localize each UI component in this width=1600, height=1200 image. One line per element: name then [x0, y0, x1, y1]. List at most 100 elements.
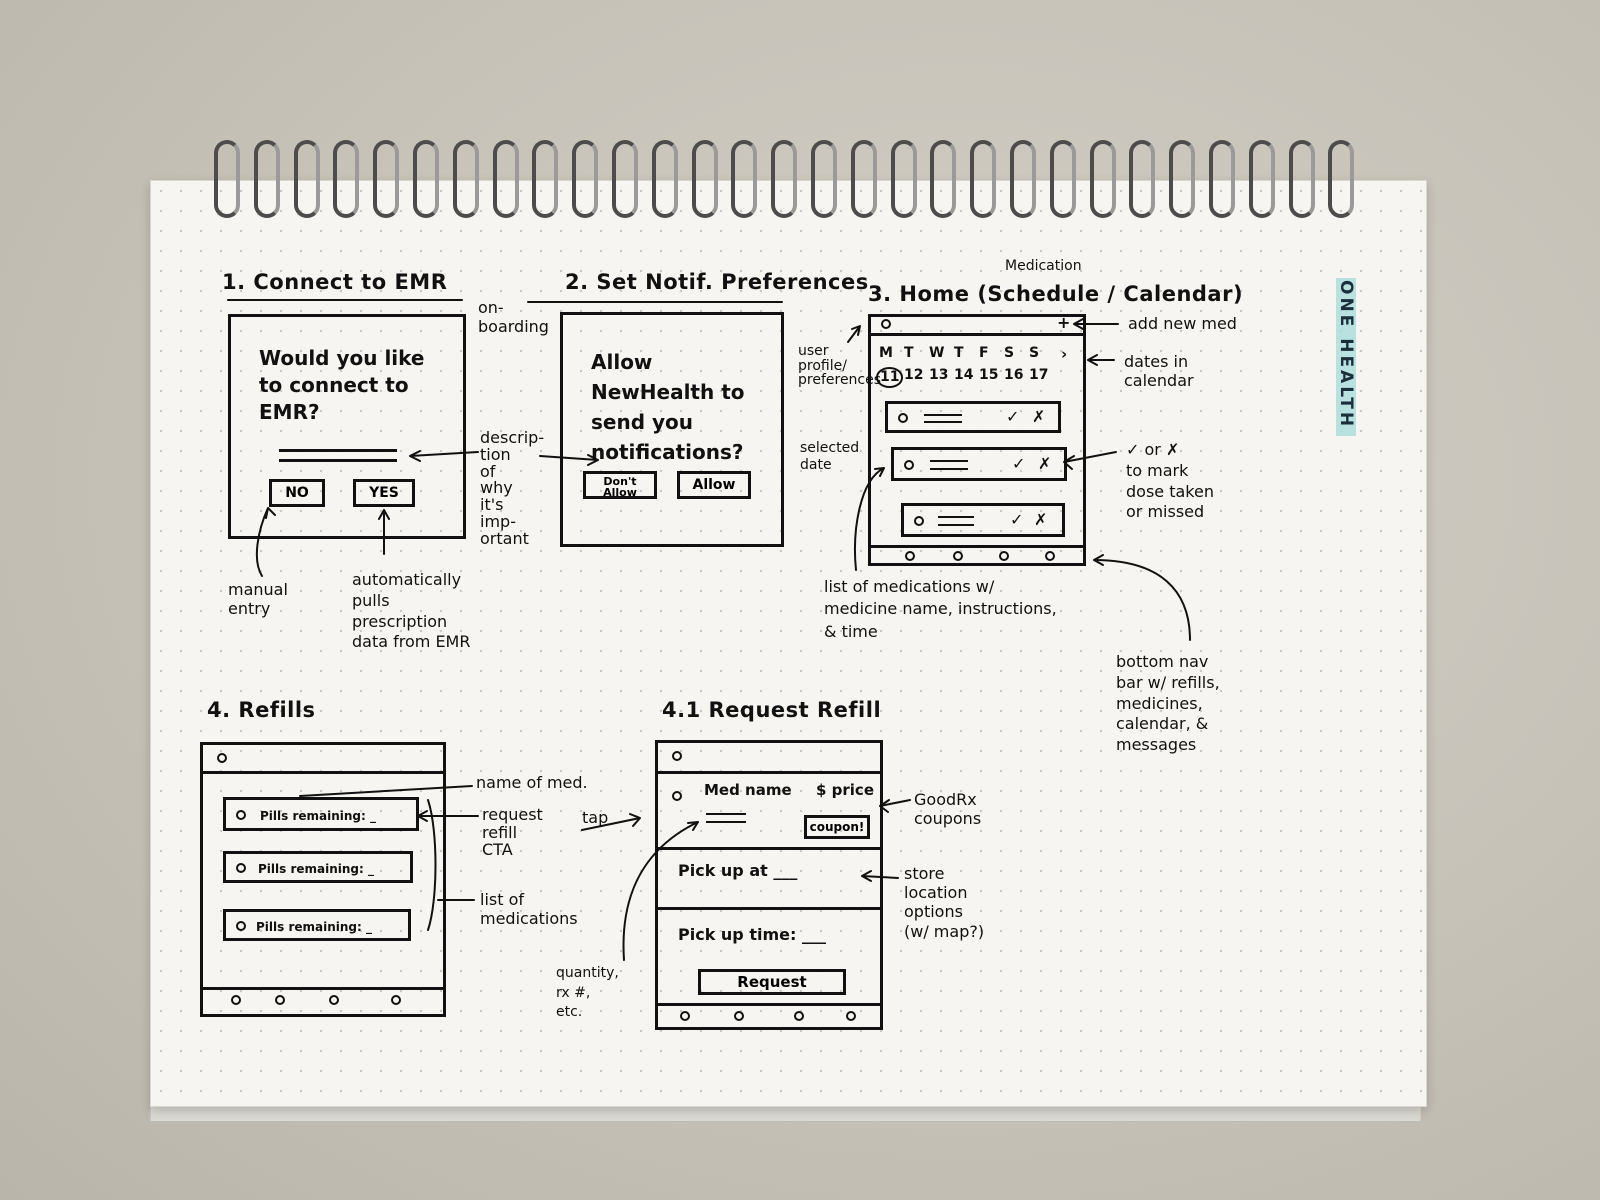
pick-up-at-field[interactable]: Pick up at ___: [678, 861, 798, 880]
section-divider: [658, 907, 880, 910]
calendar-date[interactable]: 15: [979, 367, 999, 383]
note-description: descrip- tion of why it's imp- ortant: [480, 428, 545, 548]
note-mark-dose: ✓ or ✗ to mark dose taken or missed: [1126, 440, 1214, 522]
med-text-line: [930, 460, 968, 462]
pill-icon: [898, 413, 908, 423]
calendar-day-label: M: [879, 345, 893, 361]
check-icon[interactable]: ✓: [1010, 510, 1024, 529]
pick-up-time-field[interactable]: Pick up time: ___: [678, 925, 826, 944]
spiral-ring: [731, 140, 758, 218]
arrow-list: [854, 467, 885, 571]
spiral-ring: [1248, 140, 1275, 218]
note-quantity: quantity, rx #, etc.: [556, 965, 619, 1021]
calendar-next-icon[interactable]: ›: [1061, 345, 1068, 363]
spiral-ring: [930, 140, 957, 218]
profile-icon[interactable]: [672, 751, 682, 761]
nav-refills-icon[interactable]: [905, 551, 915, 561]
spiral-ring: [253, 140, 280, 218]
medication-row[interactable]: ✓ ✗: [885, 401, 1061, 433]
nav-calendar-icon[interactable]: [999, 551, 1009, 561]
nav-medicines-icon[interactable]: [953, 551, 963, 561]
refill-row[interactable]: Pills remaining: _: [223, 909, 411, 941]
nav-messages-icon[interactable]: [846, 1011, 856, 1021]
med-text-line: [924, 414, 962, 416]
refill-row[interactable]: Pills remaining: _: [223, 797, 419, 831]
spiral-ring: [1129, 140, 1156, 218]
calendar-date[interactable]: 13: [929, 367, 949, 383]
calendar-day-label: W: [929, 345, 945, 361]
check-icon[interactable]: ✓: [1006, 407, 1020, 426]
pill-icon: [914, 516, 924, 526]
spiral-ring: [572, 140, 599, 218]
spiral-ring: [1089, 140, 1116, 218]
screen-4-title: 4. Refills: [207, 698, 316, 722]
refill-row[interactable]: Pills remaining: _: [223, 851, 413, 883]
nav-calendar-icon[interactable]: [329, 995, 339, 1005]
screen-3-title: 3. Home (Schedule / Calendar): [868, 282, 1244, 306]
calendar-date[interactable]: 16: [1004, 367, 1024, 383]
spiral-ring: [1169, 140, 1196, 218]
spiral-ring: [492, 140, 519, 218]
no-button[interactable]: NO: [269, 479, 325, 507]
spiral-ring: [771, 140, 798, 218]
arrow-auto: [378, 509, 390, 555]
top-bar-divider: [203, 771, 443, 774]
arrow-dates: [1087, 354, 1115, 366]
profile-icon[interactable]: [881, 319, 891, 329]
cross-icon[interactable]: ✗: [1034, 510, 1048, 529]
medication-row[interactable]: ✓ ✗: [891, 447, 1067, 481]
nav-medicines-icon[interactable]: [275, 995, 285, 1005]
arrow-name-of-med: [299, 785, 473, 797]
allow-button[interactable]: Allow: [677, 471, 751, 499]
pills-remaining-label: Pills remaining: _: [256, 920, 372, 934]
nav-messages-icon[interactable]: [391, 995, 401, 1005]
nav-refills-icon[interactable]: [680, 1011, 690, 1021]
screen-2-title: 2. Set Notif. Preferences: [565, 270, 869, 294]
coupon-button[interactable]: coupon!: [804, 815, 870, 839]
screen-41-title: 4.1 Request Refill: [662, 698, 882, 722]
calendar-day-label: T: [904, 345, 914, 361]
bottom-nav-divider: [871, 545, 1083, 548]
cross-icon[interactable]: ✗: [1032, 407, 1046, 426]
note-user-profile: user profile/ preferences: [798, 343, 882, 389]
arrow-add-med: [1073, 318, 1119, 330]
note-auto-pull: automatically pulls prescription data fr…: [352, 570, 471, 652]
add-med-icon[interactable]: +: [1057, 313, 1071, 332]
screen-1-desc-line: [279, 459, 397, 462]
pill-icon: [236, 921, 246, 931]
med-name-label: Med name: [704, 781, 792, 799]
dont-allow-button[interactable]: Don't Allow: [583, 471, 657, 499]
request-button[interactable]: Request: [698, 969, 846, 995]
brand-highlight: [1336, 278, 1356, 436]
nav-calendar-icon[interactable]: [794, 1011, 804, 1021]
spiral-ring: [970, 140, 997, 218]
pill-icon: [904, 460, 914, 470]
screen-41-frame: Med name $ price coupon! Pick up at ___ …: [655, 740, 883, 1030]
spiral-ring: [811, 140, 837, 218]
calendar-date[interactable]: 12: [904, 367, 924, 383]
nav-refills-icon[interactable]: [231, 995, 241, 1005]
nav-medicines-icon[interactable]: [734, 1011, 744, 1021]
screen-1-title: 1. Connect to EMR: [222, 270, 448, 294]
note-list-medications: list of medications: [480, 890, 578, 929]
profile-icon[interactable]: [217, 753, 227, 763]
note-selected-date: selected date: [800, 440, 860, 473]
med-text-line: [938, 524, 974, 526]
nav-messages-icon[interactable]: [1045, 551, 1055, 561]
arrow-mark: [1063, 451, 1117, 470]
note-dates-in-calendar: dates in calendar: [1124, 352, 1194, 391]
screen-3-title-top: Medication: [1005, 258, 1082, 274]
arrow-request-cta: [417, 810, 479, 822]
spiral-ring: [373, 140, 400, 218]
note-onboarding: on- boarding: [478, 298, 549, 337]
medication-row[interactable]: ✓ ✗: [901, 503, 1065, 537]
calendar-date[interactable]: 17: [1029, 367, 1049, 383]
cross-icon[interactable]: ✗: [1038, 454, 1052, 473]
yes-button[interactable]: YES: [353, 479, 415, 507]
calendar-date[interactable]: 14: [954, 367, 974, 383]
calendar-date[interactable]: 11: [876, 367, 904, 388]
spiral-ring: [651, 140, 678, 218]
calendar-day-label: F: [979, 345, 989, 361]
spiral-ring: [293, 140, 320, 218]
check-icon[interactable]: ✓: [1012, 454, 1026, 473]
